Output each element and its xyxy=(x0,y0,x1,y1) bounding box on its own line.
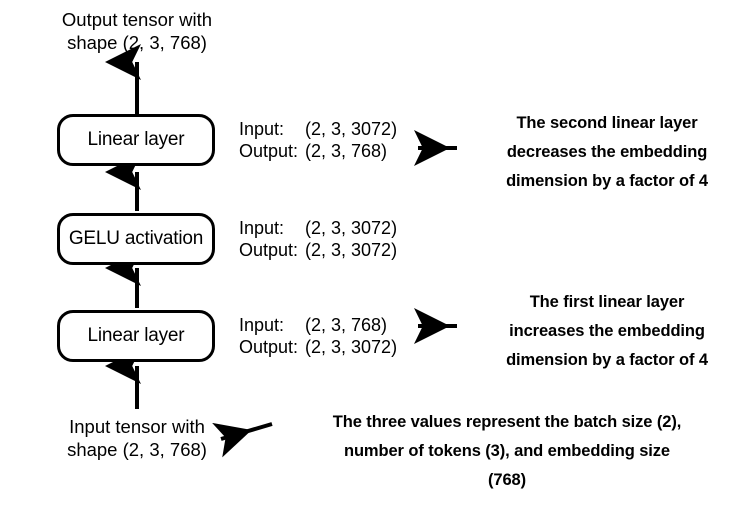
node-linear-layer-2-label: Linear layer xyxy=(87,129,185,150)
output-tensor-caption: Output tensor with shape (2, 3, 768) xyxy=(22,8,252,54)
annotation-shape-meaning: The three values represent the batch siz… xyxy=(276,408,738,495)
annotation-second-linear-layer-line2: decreases the embedding xyxy=(506,143,708,161)
annotation-second-linear-layer-line3: dimension by a factor of 4 xyxy=(506,172,708,190)
annotation-first-linear-layer-line1: The first linear layer xyxy=(529,293,685,311)
io-output-row: Output: (2, 3, 768) xyxy=(239,140,397,162)
io-output-row: Output: (2, 3, 3072) xyxy=(239,336,397,358)
io-shapes-linear-layer-1: Input: (2, 3, 768) Output: (2, 3, 3072) xyxy=(239,314,397,358)
io-shapes-linear-layer-2: Input: (2, 3, 3072) Output: (2, 3, 768) xyxy=(239,118,397,162)
io-input-row: Input: (2, 3, 768) xyxy=(239,314,397,336)
io-output-key: Output: xyxy=(239,240,299,260)
io-shapes-gelu-activation: Input: (2, 3, 3072) Output: (2, 3, 3072) xyxy=(239,217,397,261)
input-tensor-caption-line2: shape (2, 3, 768) xyxy=(67,439,207,460)
node-linear-layer-1-label: Linear layer xyxy=(87,325,185,346)
output-tensor-caption-line2: shape (2, 3, 768) xyxy=(67,32,207,53)
input-tensor-caption: Input tensor with shape (2, 3, 768) xyxy=(22,415,252,461)
annotation-first-linear-layer: The first linear layer increases the emb… xyxy=(487,288,727,375)
node-gelu-activation[interactable]: GELU activation xyxy=(57,213,215,265)
annotation-second-linear-layer: The second linear layer decreases the em… xyxy=(487,109,727,196)
io-input-value: (2, 3, 3072) xyxy=(305,218,398,238)
input-tensor-caption-line1: Input tensor with xyxy=(69,416,205,437)
io-input-row: Input: (2, 3, 3072) xyxy=(239,217,397,239)
node-gelu-activation-label: GELU activation xyxy=(68,228,204,249)
io-input-row: Input: (2, 3, 3072) xyxy=(239,118,397,140)
io-output-row: Output: (2, 3, 3072) xyxy=(239,239,397,261)
annotation-shape-meaning-line1: The three values represent the batch siz… xyxy=(332,413,682,431)
io-input-key: Input: xyxy=(239,218,285,238)
annotation-second-linear-layer-line1: The second linear layer xyxy=(516,114,698,132)
output-tensor-caption-line1: Output tensor with xyxy=(61,9,213,30)
node-linear-layer-2[interactable]: Linear layer xyxy=(57,114,215,166)
io-output-value: (2, 3, 768) xyxy=(305,141,388,161)
annotation-first-linear-layer-line3: dimension by a factor of 4 xyxy=(506,351,708,369)
annotation-shape-meaning-line3: (768) xyxy=(487,471,527,489)
io-input-value: (2, 3, 768) xyxy=(305,315,388,335)
io-output-key: Output: xyxy=(239,337,299,357)
io-output-value: (2, 3, 3072) xyxy=(305,240,398,260)
io-output-key: Output: xyxy=(239,141,299,161)
annotation-shape-meaning-line2: number of tokens (3), and embedding size xyxy=(343,442,671,460)
io-input-key: Input: xyxy=(239,119,285,139)
io-input-key: Input: xyxy=(239,315,285,335)
io-input-value: (2, 3, 3072) xyxy=(305,119,398,139)
annotation-first-linear-layer-line2: increases the embedding xyxy=(509,322,705,340)
node-linear-layer-1[interactable]: Linear layer xyxy=(57,310,215,362)
io-output-value: (2, 3, 3072) xyxy=(305,337,398,357)
